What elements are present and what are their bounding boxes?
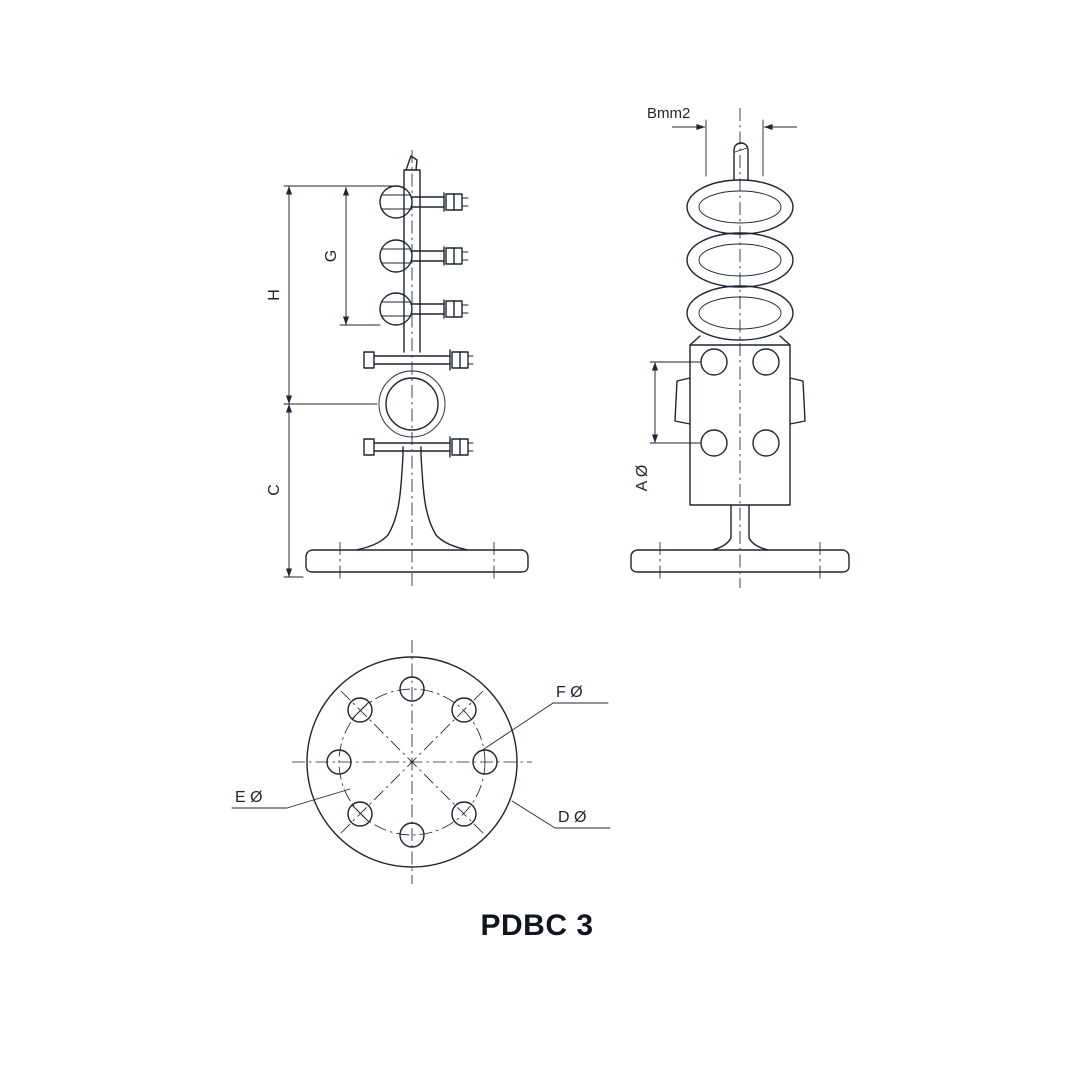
hole-cross-mark: [351, 701, 370, 720]
dim-label-bmm2: Bmm2: [647, 105, 690, 122]
wire-clamp-2: [379, 239, 469, 273]
pedestal-stem: [355, 446, 469, 551]
wire-clamp-1: [379, 185, 469, 219]
bolt-head: [752, 348, 780, 376]
plan-leaders: F Ø E Ø D Ø: [231, 684, 611, 829]
dim-label-a: A Ø: [634, 465, 651, 492]
front-dimensions: H G C: [266, 185, 399, 578]
leader-label-d: D Ø: [558, 809, 586, 826]
dim-label-c: C: [266, 484, 283, 496]
busbar-section: [385, 377, 439, 431]
side-base-flange: [630, 542, 850, 580]
side-view: Bmm2 A Ø: [630, 105, 850, 588]
leader-label-f2: F Ø: [556, 684, 583, 701]
side-body: [674, 335, 806, 506]
front-view: H G C: [266, 150, 529, 588]
bolt-holes: [326, 676, 498, 848]
bolt-head: [700, 348, 728, 376]
side-conductor-tip: [733, 142, 749, 181]
dim-label-g: G: [323, 250, 340, 262]
dim-label-h: H: [266, 289, 283, 301]
side-dim-bolt: A Ø: [634, 361, 701, 492]
side-dim-conductor: Bmm2: [647, 105, 797, 177]
bolt-head: [752, 429, 780, 457]
front-base-flange: [305, 542, 529, 580]
hole-cross-mark: [351, 804, 370, 823]
plan-diagonals: [340, 690, 484, 834]
busbar-clamp: [363, 349, 474, 458]
conductor-tip: [405, 155, 418, 171]
drawing-title: PDBC 3: [480, 909, 593, 942]
plan-view: F Ø E Ø D Ø: [231, 640, 611, 884]
bolt-head: [700, 429, 728, 457]
wire-clamp-3: [379, 292, 469, 326]
leader-label-e: E Ø: [235, 789, 263, 806]
side-clamp-ovals: [686, 179, 794, 341]
